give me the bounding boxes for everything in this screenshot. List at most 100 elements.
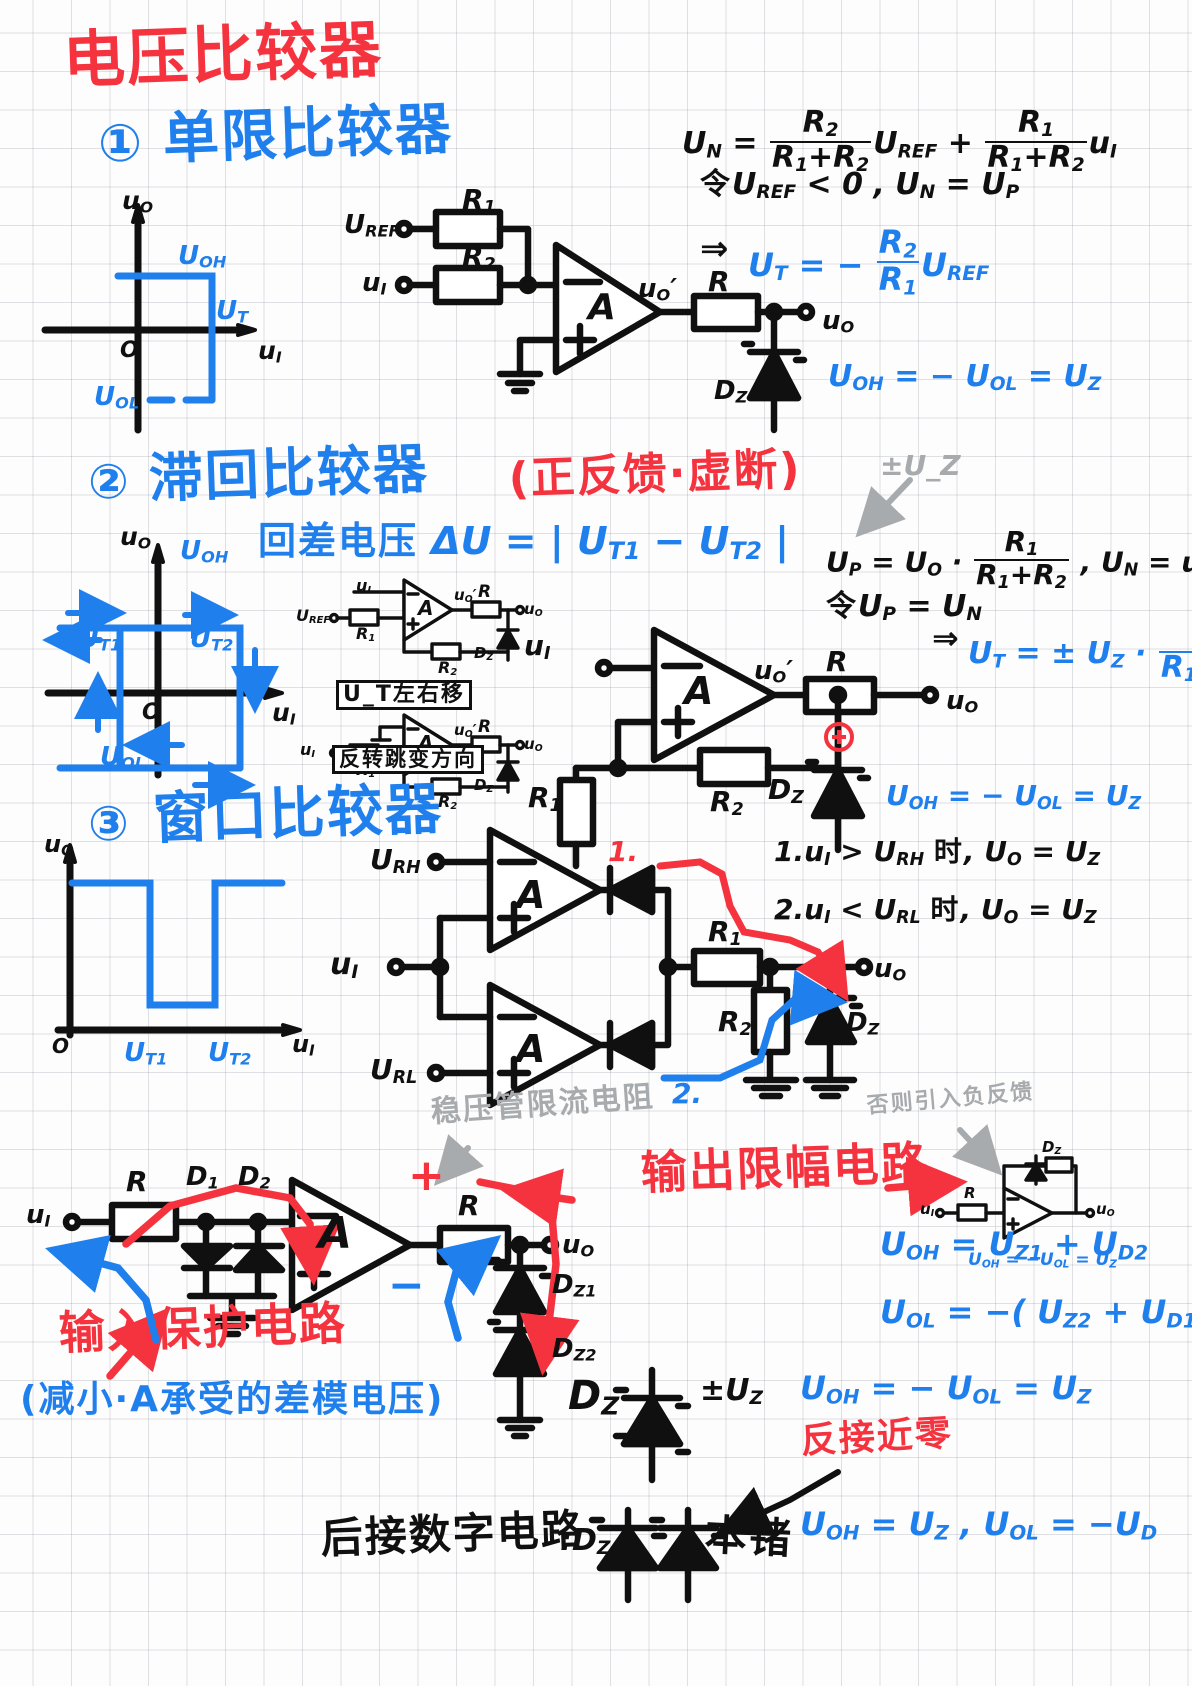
bottom-dz-label-1: DZ [568,1373,620,1421]
circuit3-trace1-label: 1. [608,835,639,868]
fbnote-dz-label: DZ [1042,1138,1062,1158]
circuit1-r-label: R [708,265,730,298]
graph2-ut1-label: UT1 [78,624,122,655]
section-2-annotation: (正反馈·虚断) [507,443,803,505]
limit-output-label: uO [562,1230,595,1261]
mini2-dz-label: DZ [474,776,494,796]
protect-ui-label: uI [26,1200,51,1231]
formula-up-equals-un: 令UP = UN [826,589,982,626]
circuit2-out-label: uO′ [754,656,794,687]
protect-minus-marker: − [388,1260,425,1311]
protect-d2-label: D2 [238,1162,271,1193]
graph3-origin: O [52,1034,70,1058]
gray-note-feedback: 否则引入负反馈 [865,1079,1036,1119]
window-trace-2 [660,969,848,1082]
black-annotation-arrow [716,1469,841,1536]
mini1-r-label: R [478,582,492,602]
graph3-y-label: uO [44,830,74,860]
formula-uref-condition: 令UREF < 0 , UN = UP [700,167,1020,204]
circuit2-r-label: R [826,645,848,678]
circuit-hysteresis-main [556,626,940,870]
graph2-direction-arrows [42,589,279,809]
window-condition-1: 1.uI > URH 时, UO = UZ [774,835,1101,870]
circuit1-r1-label: R1 [462,183,496,218]
graph1-uoh-label: UOH [178,241,227,272]
graph1-uol-label: UOL [94,382,140,413]
zener-symbol-bidir [612,1366,692,1484]
circuit2-ui-label: uI [524,629,551,664]
circuit3-ui-label: uI [330,947,359,984]
circuit-single-limit [394,208,816,434]
graph3-curve [68,879,286,1009]
mini2-uo-label: uO [524,735,543,755]
formula-implies-1: ⇒ [700,229,729,269]
graph2-origin: O [142,700,161,725]
mini1-note: U_T左右移 [336,680,472,710]
fbnote-ui-label: uI [920,1200,935,1220]
gray-annotation-arrows [433,1124,1003,1186]
digital-circuit-prefix: 后接数字电路 [319,1504,586,1563]
graph2-y-label: uO [120,522,151,553]
formula-uoh-2: UOH = − UOL = UZ [886,779,1142,814]
page-title: 电压比较器 [61,12,385,97]
gray-note-uz: ±U_Z [880,449,961,482]
circuit3-output-label: uO [874,954,907,985]
mini1-uref-label: UREF [296,606,331,627]
protect-r-label: R [126,1165,148,1198]
section-3-number: ③ [88,796,131,852]
digital-circuit-suffix-cn: 本锗 [703,1510,795,1564]
graph1-ut-label: UT [216,296,249,327]
graph2-ut2-label: UT2 [190,624,234,655]
graph3-ut1-label: UT1 [124,1038,168,1069]
mini2-boxed-note: 反转跳变方向 [332,745,484,774]
window-trace-1 [656,858,849,1002]
circuit1-opamp-out-label: uO′ [638,274,678,305]
mini1-dz-label: DZ [474,644,494,664]
graph1-x-label: uI [258,336,282,367]
bottom-formula-1: UOH = − UOL = UZ [800,1369,1092,1409]
circuit3-r2-label: R2 [718,1005,752,1040]
mini1-ui-label: uI [356,576,372,597]
mini2-r2-label: R2 [438,792,458,813]
circuit3-urh-label: URH [370,843,421,878]
circuit2-opamp-label: A [684,669,714,713]
formula-uol-limit: UOL = −( UZ2 + UD1 ) [880,1293,1192,1333]
mini1-r2-label: R2 [438,658,458,679]
section-1-number: ① [98,114,145,174]
mini1-out-label: uO′ [454,586,477,606]
limit-dz1-label: DZ1 [552,1270,597,1301]
circuit1-ui-label: uI [362,268,387,299]
digital-circuit-dz: :DZ [560,1523,611,1560]
mini2-out-label: uO′ [454,721,477,741]
graph1-y-label: uO [122,186,153,217]
bottom-uz-annotation: ±UZ [700,1373,763,1410]
circuit2-dz-label: DZ [768,773,804,808]
circuit3-opamp-bottom-label: A [516,1027,546,1071]
input-protection-title: 输入保护电路 [57,1295,348,1360]
section-3-heading: 窗口比较器 [151,776,444,852]
fbnote-r-label: R [964,1184,976,1202]
window-condition-2: 2.uI < URL 时, UO = UZ [774,893,1097,928]
circuit3-dz-label: DZ [846,1008,880,1039]
output-limit-title: 输出限幅电路 [639,1135,930,1200]
mini1-r1-label: R1 [356,624,376,645]
mini2-ui-label: uI [300,740,316,761]
input-protection-subtitle: (减小·A承受的差模电压) [20,1379,445,1420]
graph2-uol-label: UOL [100,742,146,773]
formula-uoh-limit: UOH = UZ1 + UD2 [880,1225,1149,1265]
fbnote-uo-label: uO [1096,1200,1115,1220]
bottom-formula-2: UOH = UZ , UOL = −UD [800,1505,1158,1545]
section-1-heading: 单限比较器 [161,96,454,172]
limit-dz2-label: DZ2 [552,1334,597,1365]
circuit1-r2-label: R2 [462,240,496,275]
circuit2-r2-label: R2 [710,785,744,820]
section-2-number: ② [88,454,131,510]
circuit1-uref-label: UREF [344,210,400,241]
circuit2-output-label: uO [946,686,979,717]
